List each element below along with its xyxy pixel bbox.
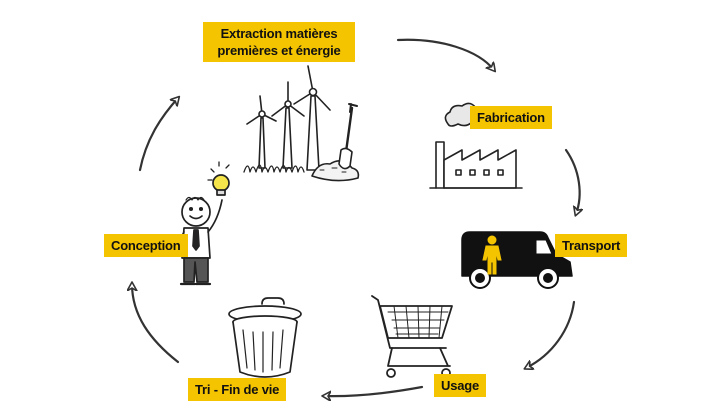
arrow-conception-to-extraction [138, 98, 178, 172]
arrow-fabrication-to-transport [564, 148, 580, 214]
delivery-van-icon [461, 231, 573, 289]
trash-can-icon [228, 297, 302, 378]
wind-turbine-icon [243, 65, 360, 182]
arrow-extraction-to-fabrication [396, 38, 494, 70]
factory-icon [429, 102, 523, 189]
step-label-tri-fin-de-vie: Tri - Fin de vie [188, 378, 287, 401]
step-label-usage: Usage [434, 374, 487, 397]
step-label-transport: Transport [555, 234, 628, 257]
step-label-extraction: Extraction matières premières et énergie [203, 22, 355, 62]
arrow-usage-to-tri [324, 385, 424, 396]
arrow-transport-to-usage [526, 300, 576, 368]
worker-figure [482, 235, 502, 275]
step-label-fabrication: Fabrication [470, 106, 552, 129]
shopping-cart-icon [371, 295, 453, 378]
arrow-tri-to-conception [132, 284, 180, 364]
step-label-conception: Conception [104, 234, 188, 257]
lightbulb-icon [207, 161, 230, 196]
designer-lightbulb-icon [178, 161, 230, 286]
